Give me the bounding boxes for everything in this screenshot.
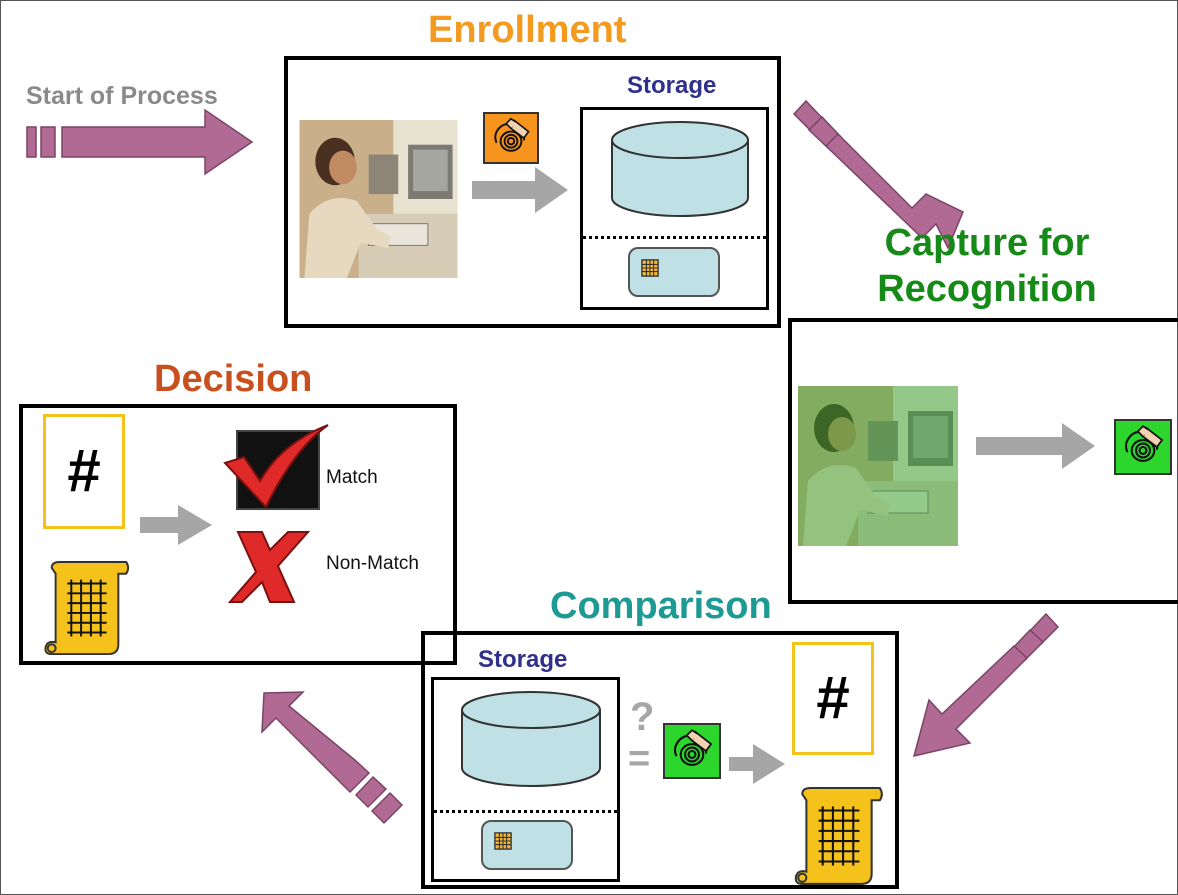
gray-arrows [140,167,1095,784]
user-at-computer-photo [295,120,462,278]
comparison-storage-title: Storage [478,646,568,673]
decision-gray-arrow [140,505,212,545]
comparison-database-cylinder-icon [461,691,601,787]
enrollment-storage-title: Storage [627,72,717,99]
comparison-fingerprint-icon [663,723,721,779]
x-mark-icon [228,531,310,603]
comparison-smart-card-icon [481,820,573,870]
comparison-gray-arrow [729,744,785,784]
start-label: Start of Process [26,82,218,110]
start-arrow [26,108,254,176]
nonmatch-label: Non-Match [326,553,419,574]
question-mark: ? [630,695,655,739]
checkmark-icon [223,424,329,510]
comparison-storage-divider [434,810,617,813]
comparison-to-decision-arrow [261,691,404,825]
comparison-box [421,631,899,889]
capture-photo [798,386,958,546]
decision-box [19,404,457,665]
comparison-storage-box [431,677,620,882]
comparison-scroll-icon [794,786,883,885]
match-label: Match [326,467,378,488]
enrollment-to-capture-arrow [792,99,964,250]
storage-divider [583,236,766,239]
equals-sign: = [628,738,651,780]
capture-box [788,318,1178,604]
capture-title-line1: Capture for [884,222,1090,264]
comparison-title: Comparison [550,585,772,627]
database-cylinder-icon [611,121,749,217]
enrollment-box [284,56,781,328]
enrollment-storage-box [580,107,769,310]
decision-scroll-icon [44,560,130,656]
decision-title: Decision [154,358,313,400]
enrollment-title: Enrollment [428,9,627,51]
capture-fingerprint-icon [1114,419,1172,475]
enroll-gray-arrow [472,167,568,213]
smart-card-icon [628,247,720,297]
capture-title-line2: Recognition [877,268,1097,310]
capture-to-comparison-arrow [912,612,1060,758]
capture-gray-arrow [976,423,1095,469]
decision-hash-icon: # [43,414,125,529]
fingerprint-icon [483,112,539,164]
capture-title: Capture for Recognition [871,220,1103,312]
comparison-hash-icon: # [792,642,874,755]
